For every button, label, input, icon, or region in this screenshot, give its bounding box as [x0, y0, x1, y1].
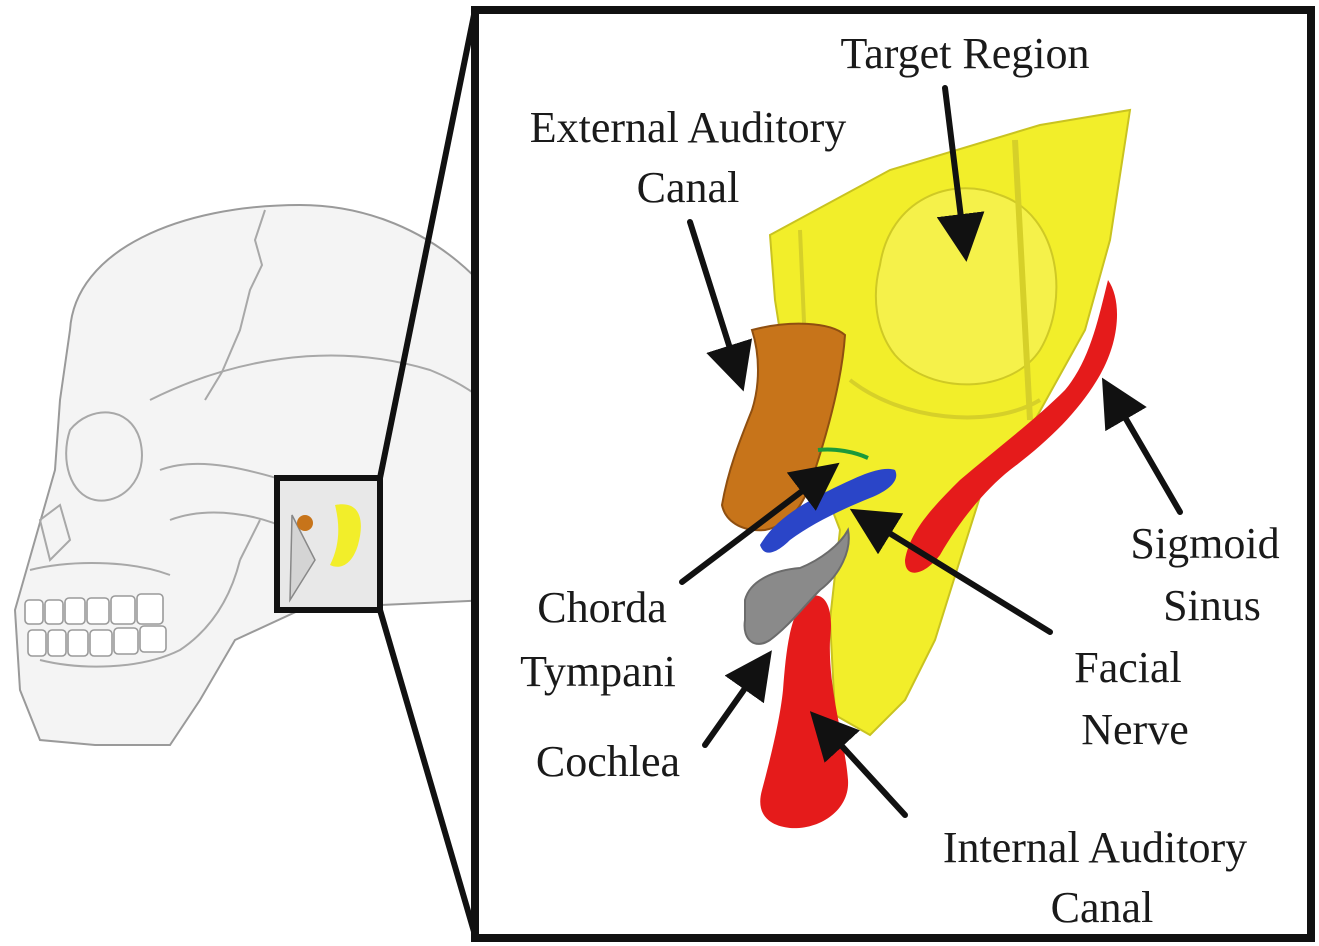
label-sigmoid-sinus-2: Sinus — [1163, 581, 1261, 630]
label-cochlea: Cochlea — [536, 737, 680, 786]
label-internal-auditory-canal-1: Internal Auditory — [943, 823, 1247, 872]
skull-illustration — [15, 10, 545, 935]
label-sigmoid-sinus-1: Sigmoid — [1130, 519, 1279, 568]
label-chorda-tympani-1: Chorda — [537, 583, 667, 632]
label-facial-nerve-2: Nerve — [1081, 705, 1189, 754]
label-internal-auditory-canal-2: Canal — [1051, 883, 1154, 932]
label-chorda-tympani-2: Tympani — [520, 647, 676, 696]
label-external-auditory-canal-2: Canal — [637, 163, 740, 212]
label-facial-nerve-1: Facial — [1074, 643, 1182, 692]
zoom-line-bottom — [380, 610, 475, 935]
label-external-auditory-canal-1: External Auditory — [530, 103, 847, 152]
label-target-region: Target Region — [840, 29, 1089, 78]
